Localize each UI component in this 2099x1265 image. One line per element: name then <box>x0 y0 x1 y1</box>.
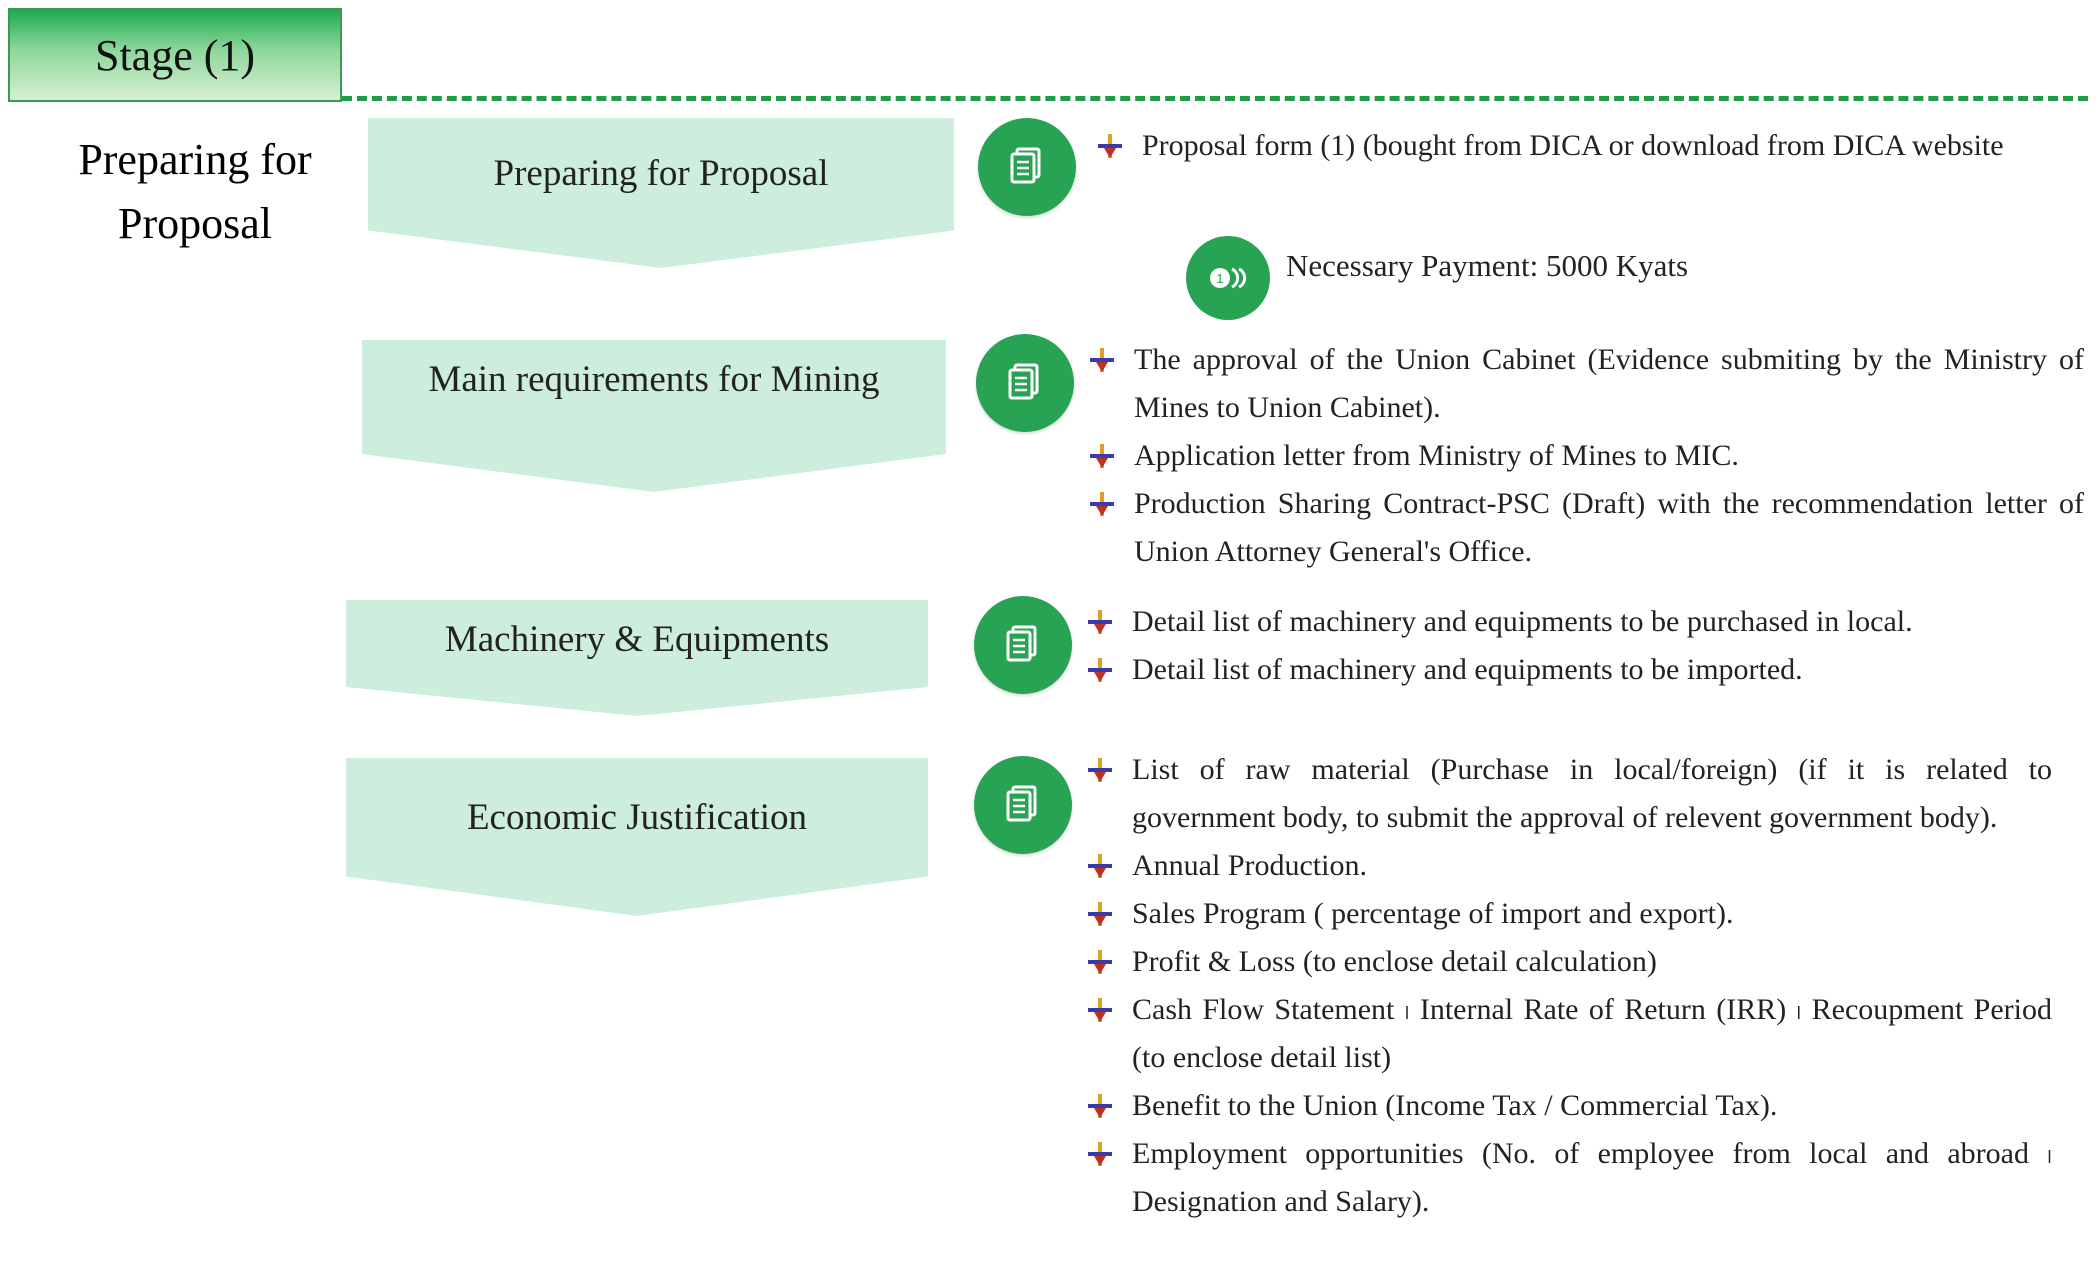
section-title: Preparing for Proposal <box>78 135 312 248</box>
arrow-down-bullet-icon <box>1090 492 1114 516</box>
step-arrow-machinery: Machinery & Equipments <box>346 600 928 716</box>
arrow-down-bullet-icon <box>1090 348 1114 372</box>
arrow-down-bullet-icon <box>1088 1094 1112 1118</box>
step-2-items: The approval of the Union Cabinet (Evide… <box>1088 336 2084 576</box>
list-item: Annual Production. <box>1086 842 2052 890</box>
list-item: Detail list of machinery and equipments … <box>1086 598 2082 646</box>
list-item: The approval of the Union Cabinet (Evide… <box>1088 336 2084 432</box>
step-1-items: Proposal form (1) (bought from DICA or d… <box>1096 122 2006 170</box>
document-icon <box>974 596 1072 694</box>
arrow-down-bullet-icon <box>1088 758 1112 782</box>
arrow-down-bullet-icon <box>1088 610 1112 634</box>
svg-text:1: 1 <box>1216 271 1223 286</box>
document-icon <box>978 118 1076 216</box>
stage-divider <box>342 96 2088 101</box>
stage-tab: Stage (1) <box>8 8 342 102</box>
step-label: Economic Justification <box>466 797 808 838</box>
list-item: Sales Program ( percentage of import and… <box>1086 890 2052 938</box>
list-item: List of raw material (Purchase in local/… <box>1086 746 2052 842</box>
step-3-items: Detail list of machinery and equipments … <box>1086 598 2082 694</box>
arrow-down-bullet-icon <box>1088 950 1112 974</box>
list-item: Proposal form (1) (bought from DICA or d… <box>1096 122 2006 170</box>
arrow-down-bullet-icon <box>1088 1142 1112 1166</box>
arrow-down-bullet-icon <box>1088 854 1112 878</box>
list-item: Production Sharing Contract-PSC (Draft) … <box>1088 480 2084 576</box>
document-icon <box>976 334 1074 432</box>
list-item: Employment opportunities (No. of employe… <box>1086 1130 2052 1226</box>
step-label: Machinery & Equipments <box>444 619 830 660</box>
coins-icon: 1 <box>1186 236 1270 320</box>
list-item: Benefit to the Union (Income Tax / Comme… <box>1086 1082 2052 1130</box>
arrow-down-bullet-icon <box>1090 444 1114 468</box>
arrow-down-bullet-icon <box>1088 658 1112 682</box>
step-arrow-economic-justification: Economic Justification <box>346 758 928 916</box>
list-item: Profit & Loss (to enclose detail calcula… <box>1086 938 2052 986</box>
step-arrow-main-requirements: Main requirements for Mining <box>362 340 946 492</box>
step-arrow-preparing-for-proposal: Preparing for Proposal <box>368 118 954 268</box>
step-label: Preparing for Proposal <box>493 153 829 194</box>
arrow-down-bullet-icon <box>1088 902 1112 926</box>
list-item: Detail list of machinery and equipments … <box>1086 646 2082 694</box>
document-icon <box>974 756 1072 854</box>
payment-text: Necessary Payment: 5000 Kyats <box>1286 248 1689 283</box>
list-item: Cash Flow Statement ၊ Internal Rate of R… <box>1086 986 2052 1082</box>
list-item: Application letter from Ministry of Mine… <box>1088 432 2084 480</box>
arrow-down-bullet-icon <box>1088 998 1112 1022</box>
arrow-down-bullet-icon <box>1098 134 1122 158</box>
step-4-items: List of raw material (Purchase in local/… <box>1086 746 2052 1226</box>
step-label: Main requirements for Mining <box>428 359 880 400</box>
